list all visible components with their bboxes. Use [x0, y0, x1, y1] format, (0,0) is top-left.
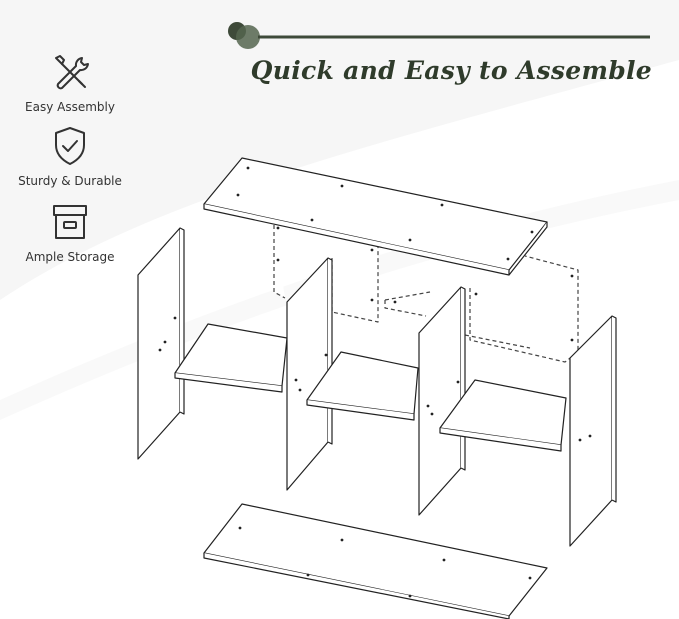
feature-ample-storage: Ample Storage — [0, 200, 140, 264]
back-panel — [273, 225, 579, 363]
shelf-middle — [306, 351, 419, 421]
storage-box-icon — [53, 205, 87, 239]
shelf-left — [174, 323, 288, 393]
bottom-panel — [203, 503, 548, 619]
feature-label: Ample Storage — [25, 250, 115, 264]
feature-label: Sturdy & Durable — [18, 174, 122, 188]
header-decoration — [228, 22, 650, 49]
feature-label: Easy Assembly — [25, 100, 115, 114]
feature-list: Easy Assembly Sturdy & Durable Ample Sto… — [0, 0, 140, 280]
wrench-screwdriver-icon — [55, 55, 89, 90]
page-title: Quick and Easy to Assemble — [250, 56, 652, 85]
header: Quick and Easy to Assemble — [0, 0, 679, 110]
feature-easy-assembly: Easy Assembly — [0, 50, 140, 114]
shelf-right — [439, 379, 567, 452]
top-panel — [203, 157, 548, 276]
screw-holes — [158, 166, 592, 598]
shield-check-icon — [55, 127, 85, 165]
feature-sturdy-durable: Sturdy & Durable — [0, 124, 140, 188]
right-side-panel — [569, 315, 617, 547]
left-side-panel — [137, 227, 185, 460]
divider-right — [418, 286, 466, 516]
